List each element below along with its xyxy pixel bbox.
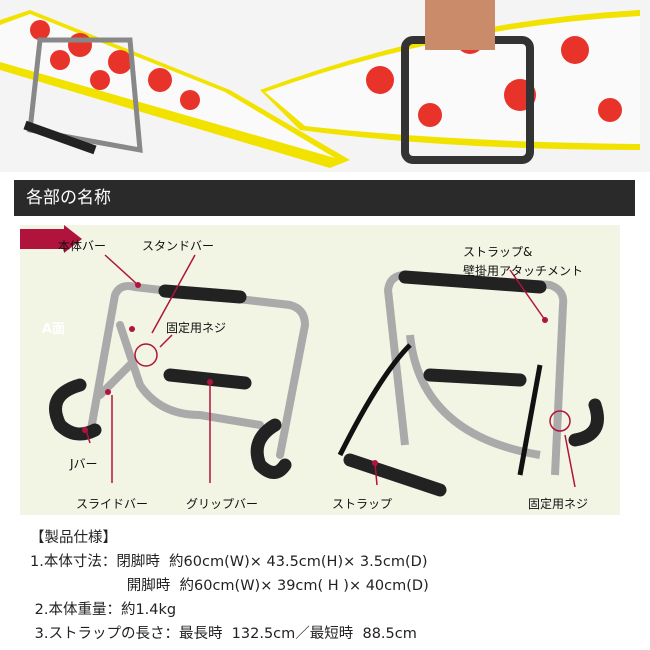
label-fix-screw-left: 固定用ネジ <box>166 321 227 335</box>
label-j-bar: Jバー <box>70 457 98 471</box>
label-stand-bar: スタンドバー <box>142 239 215 253</box>
label-strap-attachment-2: 壁掛用アタッチメント <box>463 264 584 278</box>
parts-diagram: A面 本体バー スタンドバー 固定用ネジ Jバー スライドバー グリップバー ス… <box>20 225 620 515</box>
spec-line: 開脚時 約60cm(W)× 39cm( H )× 40cm(D) <box>30 578 429 594</box>
spec-line: 3.ストラップの長さ：最長時 132.5cm／最短時 88.5cm <box>30 626 417 642</box>
a-side-badge: A面 <box>42 322 66 337</box>
product-specs: 【製品仕様】 1.本体寸法：閉脚時 約60cm(W)× 43.5cm(H)× 3… <box>30 526 429 646</box>
label-slide-bar: スライドバー <box>76 497 149 511</box>
label-body-bar: 本体バー <box>58 239 107 253</box>
section-header: 各部の名称 <box>14 180 635 216</box>
label-fix-screw-right: 固定用ネジ <box>528 497 589 511</box>
label-strap-attachment-1: ストラップ& <box>463 245 533 259</box>
label-strap: ストラップ <box>332 497 393 511</box>
label-grip-bar: グリップバー <box>186 497 259 511</box>
product-photo <box>0 0 650 172</box>
a-side-arrow <box>20 225 82 253</box>
rack-illustration <box>49 254 604 497</box>
spec-heading: 【製品仕様】 <box>30 530 117 546</box>
spec-line: 1.本体寸法：閉脚時 約60cm(W)× 43.5cm(H)× 3.5cm(D) <box>30 554 428 570</box>
spec-line: 2.本体重量：約1.4kg <box>30 602 177 618</box>
